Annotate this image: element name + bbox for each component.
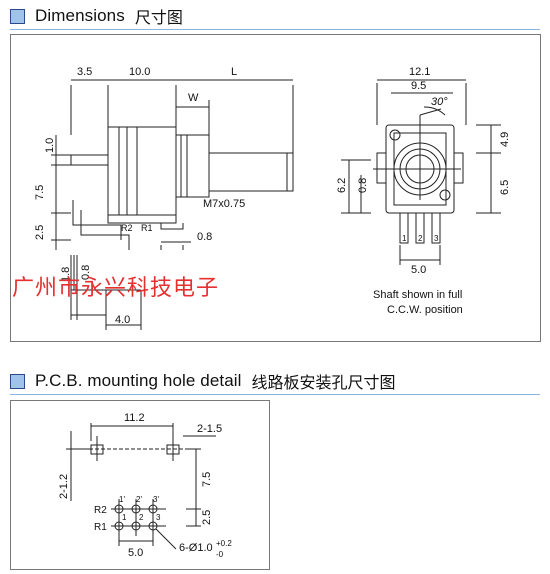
pcb-dim-2-5: 2.5 [201, 510, 213, 525]
dim-30deg: 30° [431, 96, 448, 108]
section-bullet-icon [10, 373, 25, 389]
section-title: P.C.B. mounting hole detail [35, 371, 242, 390]
section-bullet-icon [10, 8, 25, 24]
dim-9-5: 9.5 [411, 80, 426, 92]
dim-L: L [231, 66, 237, 78]
pcb-pin-3p: 3' [153, 495, 159, 504]
note-line-2: C.C.W. position [387, 304, 463, 316]
dim-0-8-b: 0.8 [80, 265, 92, 280]
dim-4-0: 4.0 [115, 314, 130, 326]
front-pin-3: 3 [434, 234, 439, 243]
dim-10-0: 10.0 [129, 66, 150, 78]
hole-spec: 6-Ø1.0 [179, 542, 213, 554]
pcb-panel: 11.2 2-1.5 2-1.2 7.5 2.5 5.0 R2 R1 1' 2'… [10, 400, 270, 570]
dim-6-2: 6.2 [336, 178, 348, 193]
pcb-dim-7-5: 7.5 [201, 472, 213, 487]
pcb-header: P.C.B. mounting hole detail 线路板安装孔尺寸图 [10, 370, 396, 392]
header-divider [10, 394, 540, 395]
pin-r1: R1 [141, 223, 153, 233]
dim-6-5: 6.5 [499, 180, 511, 195]
pcb-pin-2p: 2' [136, 495, 142, 504]
pcb-drawing: 11.2 2-1.5 2-1.2 7.5 2.5 5.0 R2 R1 1' 2'… [58, 412, 232, 559]
dim-0-8: 0.8 [197, 231, 212, 243]
front-pin-1: 1 [402, 234, 407, 243]
dim-2-5: 2.5 [34, 225, 46, 240]
pin-r2: R2 [121, 223, 133, 233]
watermark-text: 广州市永兴科技电子 [12, 276, 220, 301]
dim-12-1: 12.1 [409, 66, 430, 78]
pcb-dim-2-1-5: 2-1.5 [197, 423, 222, 435]
pcb-pin-1p: 1' [119, 495, 125, 504]
note-line-1: Shaft shown in full [373, 289, 462, 301]
header-divider [10, 29, 540, 30]
pcb-pin-1: 1 [122, 513, 127, 522]
dimensions-header: Dimensions 尺寸图 [10, 5, 183, 27]
front-pin-2: 2 [418, 234, 423, 243]
section-title: Dimensions [35, 6, 125, 25]
dim-7-5: 7.5 [34, 185, 46, 200]
pcb-dim-5-0: 5.0 [128, 547, 143, 559]
section-title-cn: 尺寸图 [134, 10, 183, 27]
dimensions-panel: 3.5 10.0 L W 1.0 7.5 2.5 M7x0.75 0.8 R2 … [10, 34, 541, 342]
dim-W: W [188, 92, 199, 104]
dim-1-0: 1.0 [44, 138, 56, 153]
pcb-pin-2: 2 [139, 513, 144, 522]
section-title-cn: 线路板安装孔尺寸图 [251, 375, 396, 392]
pcb-pin-3: 3 [156, 513, 161, 522]
thread-label: M7x0.75 [203, 198, 245, 210]
pcb-dim-2-1-2: 2-1.2 [58, 474, 70, 499]
pcb-row-r1: R1 [94, 522, 107, 533]
hole-tol-plus: +0.2 [216, 539, 232, 548]
dim-5-0: 5.0 [411, 264, 426, 276]
dim-0-8-c: 0.8 [357, 178, 369, 193]
dim-3-5: 3.5 [77, 66, 92, 78]
dim-4-9: 4.9 [499, 132, 511, 147]
dimensions-drawing: 3.5 10.0 L W 1.0 7.5 2.5 M7x0.75 0.8 R2 … [34, 66, 511, 330]
dim-1-8: 1.8 [60, 267, 72, 282]
pcb-row-r2: R2 [94, 505, 107, 516]
hole-tol-minus: -0 [216, 550, 224, 559]
pcb-dim-11-2: 11.2 [124, 412, 145, 424]
